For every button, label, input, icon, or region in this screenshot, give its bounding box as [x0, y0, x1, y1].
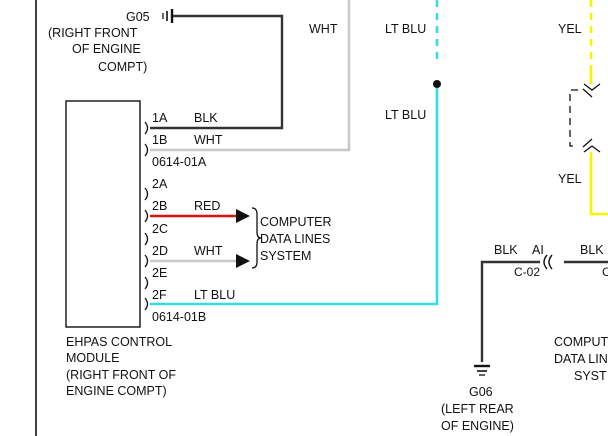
ground-g05-location-1: (RIGHT FRONT	[48, 26, 138, 40]
pin-2b-color: RED	[194, 199, 220, 213]
pin-1b-color: WHT	[194, 133, 223, 147]
yel-wire	[589, 154, 608, 216]
ground-g05-symbol	[162, 9, 174, 23]
module-label-2: MODULE	[66, 351, 119, 365]
pin-2c-label: 2C	[152, 222, 168, 236]
ground-g05-label: G05	[126, 10, 150, 24]
lt-blu-wire	[150, 88, 439, 306]
yel-wire-component	[569, 70, 601, 154]
c02-left-color: BLK	[494, 243, 518, 257]
module-label-1: EHPAS CONTROL	[66, 335, 172, 349]
c02-right-partial: C	[602, 265, 608, 279]
connector-a-id: 0614-01A	[152, 155, 207, 169]
pin-1a-label: 1A	[152, 111, 168, 125]
wht-wire-1b	[150, 0, 351, 152]
connector-b-id: 0614-01B	[152, 310, 206, 324]
ground-g06-location-1: (LEFT REAR	[441, 402, 514, 416]
pin-brackets	[144, 121, 149, 311]
c02-left-pin: AI	[532, 243, 544, 257]
pin-2e-label: 2E	[152, 266, 167, 280]
wire-label-lt-blu-top: LT BLU	[385, 22, 426, 36]
wht-wire-arrow	[236, 254, 250, 268]
pin-2b-label: 2B	[152, 199, 167, 213]
module-label-3: (RIGHT FRONT OF	[66, 368, 176, 382]
computer-data-lines-bracket	[251, 207, 262, 269]
blk-wire-1a	[150, 14, 284, 130]
wire-label-yel-bottom: YEL	[558, 172, 582, 186]
c02-id: C-02	[514, 265, 540, 279]
computer-data-lines-2: DATA LINES	[260, 232, 330, 246]
blk-wire-g06	[480, 260, 540, 362]
pin-2f-label: 2F	[152, 288, 167, 302]
c02-right-color: BLK	[580, 243, 604, 257]
module-label-4: ENGINE COMPT)	[66, 384, 167, 398]
pin-1b-label: 1B	[152, 133, 167, 147]
computer-data-lines-3: SYSTEM	[260, 249, 311, 263]
pin-2d-color: WHT	[194, 244, 223, 258]
wire-label-wht-top: WHT	[309, 22, 338, 36]
computer-partial-1: COMPUT	[554, 335, 608, 349]
ground-g05-location-2: OF ENGINE	[72, 42, 141, 56]
ground-g06-location-2: OF ENGINE)	[441, 419, 514, 433]
computer-partial-3: SYST	[574, 369, 607, 383]
connector-c02-symbol	[543, 254, 553, 270]
ehpas-module-box	[65, 100, 141, 328]
ground-g05-location-3: COMPT)	[98, 60, 147, 74]
pin-2f-color: LT BLU	[194, 288, 235, 302]
red-wire-arrow	[236, 209, 250, 223]
wire-label-lt-blu-mid: LT BLU	[385, 108, 426, 122]
pin-1a-color: BLK	[194, 111, 218, 125]
ground-g06-symbol	[474, 364, 490, 376]
ground-g06-label: G06	[469, 385, 493, 399]
computer-data-lines-1: COMPUTER	[260, 215, 332, 229]
pin-2d-label: 2D	[152, 244, 168, 258]
splice-dot	[433, 80, 441, 88]
computer-partial-2: DATA LIN	[554, 352, 608, 366]
pin-2a-label: 2A	[152, 177, 168, 191]
wire-label-yel-top: YEL	[558, 22, 582, 36]
